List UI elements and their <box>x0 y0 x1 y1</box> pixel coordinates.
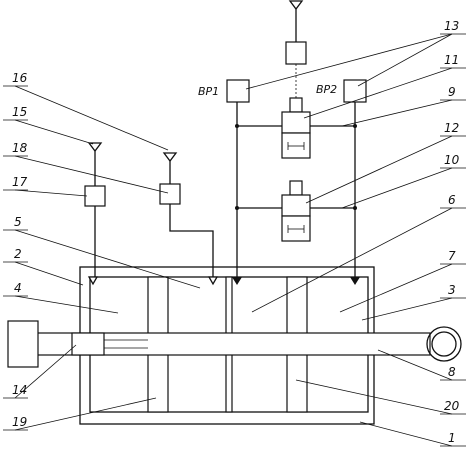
element-17 <box>84 185 106 207</box>
label-13: 13 <box>444 19 459 33</box>
source-15 <box>87 142 103 153</box>
leader-13a <box>245 33 453 90</box>
left-end-block <box>7 320 39 368</box>
valve-12-bottom <box>281 215 311 242</box>
leader-1 <box>359 421 453 447</box>
sensor-bp1-label: BP1 <box>198 85 219 98</box>
rod-seal-19 <box>71 332 105 356</box>
leader-5 <box>14 229 201 289</box>
leader-3 <box>361 297 453 321</box>
source-16 <box>162 152 178 163</box>
label-4: 4 <box>14 281 22 295</box>
sensor-bp1 <box>226 79 250 103</box>
leader-10 <box>341 167 453 209</box>
port-bp1-filled <box>232 277 242 285</box>
port-mid-open <box>207 276 219 286</box>
label-7: 7 <box>448 249 456 263</box>
leader-14 <box>14 344 77 399</box>
leader-11 <box>303 67 453 119</box>
source-top <box>288 0 304 11</box>
leader-20 <box>295 379 453 415</box>
leader-9 <box>341 99 453 127</box>
rod-eye-outer <box>426 326 462 362</box>
label-20: 20 <box>444 399 460 413</box>
element-18 <box>159 183 181 205</box>
label-3: 3 <box>448 283 456 297</box>
label-14: 14 <box>12 383 27 397</box>
leader-6 <box>251 207 453 313</box>
junction <box>353 124 357 128</box>
label-16: 16 <box>12 71 28 85</box>
label-15: 15 <box>12 105 27 119</box>
valve-12-top <box>281 194 311 217</box>
label-17: 17 <box>12 175 28 189</box>
leader-13b <box>357 33 453 87</box>
leader-7 <box>339 263 453 313</box>
label-19: 19 <box>12 415 27 429</box>
label-2: 2 <box>14 247 22 261</box>
port-left-open <box>87 276 99 286</box>
label-11: 11 <box>444 53 459 67</box>
leader-19 <box>14 397 157 431</box>
leader-12 <box>305 135 453 204</box>
junction <box>235 124 239 128</box>
label-18: 18 <box>12 141 28 155</box>
line-18-down <box>169 204 214 277</box>
valve-11-actuator <box>289 97 303 113</box>
valve-11-bottom <box>281 132 311 159</box>
label-12: 12 <box>444 121 459 135</box>
label-9: 9 <box>448 85 456 99</box>
label-1: 1 <box>448 431 456 445</box>
label-5: 5 <box>14 215 22 229</box>
leader-18 <box>14 155 169 194</box>
label-8: 8 <box>448 365 456 379</box>
valve-12-actuator <box>289 180 303 196</box>
element-top-box <box>285 41 307 65</box>
leader-2 <box>14 261 84 286</box>
leader-4 <box>14 295 119 314</box>
rod-eye-inner <box>431 331 457 357</box>
leader-15 <box>14 119 94 145</box>
junction <box>235 206 239 210</box>
leader-17 <box>14 189 88 197</box>
label-6: 6 <box>448 193 456 207</box>
junction <box>353 206 357 210</box>
leader-16 <box>14 85 169 151</box>
leader-8 <box>377 349 453 381</box>
valve-11-top <box>281 111 311 134</box>
sensor-bp2-label: BP2 <box>316 83 337 96</box>
port-bp2-filled <box>350 277 360 285</box>
label-10: 10 <box>444 153 460 167</box>
